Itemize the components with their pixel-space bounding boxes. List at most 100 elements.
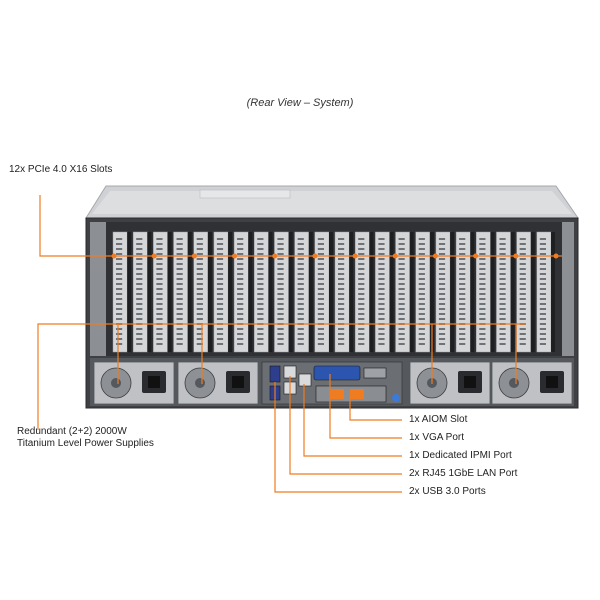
vent-slot: [358, 258, 365, 260]
bracket-vents: [237, 238, 244, 345]
callout-dot: [111, 253, 117, 259]
vent-slot: [378, 253, 385, 255]
vent-slot: [378, 283, 385, 285]
vent-slot: [418, 288, 425, 290]
right-side-panel: [562, 222, 574, 356]
vent-slot: [378, 268, 385, 270]
vent-slot: [338, 303, 345, 305]
vent-slot: [136, 258, 143, 260]
bracket-gap: [207, 232, 212, 352]
vent-slot: [136, 298, 143, 300]
vent-slot: [176, 268, 183, 270]
vent-slot: [539, 268, 546, 270]
vent-slot: [499, 308, 506, 310]
vent-slot: [459, 298, 466, 300]
vent-slot: [539, 293, 546, 295]
vent-slot: [378, 258, 385, 260]
vent-slot: [398, 333, 405, 335]
psu-callout-line: [37, 323, 526, 430]
vent-slot: [479, 258, 486, 260]
vent-slot: [176, 303, 183, 305]
vent-slot: [459, 313, 466, 315]
vent-slot: [519, 298, 526, 300]
vent-slot: [338, 253, 345, 255]
bracket-vents: [418, 238, 425, 345]
vent-slot: [378, 248, 385, 250]
vent-slot: [398, 293, 405, 295]
bracket-gap: [329, 232, 333, 352]
vent-slot: [499, 288, 506, 290]
vent-slot: [156, 318, 163, 320]
psu-fan-hub: [111, 378, 121, 388]
vent-slot: [317, 333, 324, 335]
vent-slot: [237, 283, 244, 285]
vent-slot: [398, 238, 405, 240]
vent-slot: [156, 298, 163, 300]
vent-slot: [358, 263, 365, 265]
vent-slot: [459, 283, 466, 285]
callout-usb: 2x USB 3.0 Ports: [409, 486, 486, 497]
vent-slot: [499, 248, 506, 250]
vent-slot: [338, 268, 345, 270]
vent-slot: [499, 328, 506, 330]
callout-aiom: 1x AIOM Slot: [409, 414, 468, 425]
vent-slot: [418, 318, 425, 320]
vent-slot: [136, 333, 143, 335]
vent-slot: [257, 278, 264, 280]
vent-slot: [519, 253, 526, 255]
vent-slot: [479, 328, 486, 330]
vent-slot: [176, 308, 183, 310]
vent-slot: [257, 273, 264, 275]
vent-slot: [479, 313, 486, 315]
vent-slot: [156, 263, 163, 265]
vent-slot: [398, 263, 405, 265]
view-caption: (Rear View – System): [246, 97, 354, 109]
bracket-vents: [176, 238, 183, 345]
bracket-gap: [349, 232, 354, 352]
vent-slot: [539, 238, 546, 240]
vent-slot: [237, 263, 244, 265]
vent-slot: [358, 318, 365, 320]
vent-slot: [136, 343, 143, 345]
vent-slot: [297, 298, 304, 300]
vent-slot: [358, 243, 365, 245]
vent-slot: [338, 298, 345, 300]
vent-slot: [116, 338, 123, 340]
psu-socket-inner: [148, 376, 160, 388]
vent-slot: [418, 308, 425, 310]
callout-lan: 2x RJ45 1GbE LAN Port: [409, 468, 518, 479]
vent-slot: [277, 243, 284, 245]
vent-slot: [398, 283, 405, 285]
vent-slot: [317, 288, 324, 290]
callout-dot: [473, 253, 479, 259]
vent-slot: [176, 288, 183, 290]
bracket-gap: [167, 232, 172, 352]
vent-slot: [196, 338, 203, 340]
vent-slot: [519, 333, 526, 335]
vent-slot: [338, 328, 345, 330]
vent-slot: [156, 258, 163, 260]
vent-slot: [378, 303, 385, 305]
vent-slot: [176, 318, 183, 320]
vent-slot: [378, 243, 385, 245]
vent-slot: [196, 283, 203, 285]
vent-slot: [297, 318, 304, 320]
vent-slot: [297, 333, 304, 335]
vent-slot: [136, 303, 143, 305]
vent-slot: [156, 273, 163, 275]
vent-slot: [196, 343, 203, 345]
vent-slot: [418, 283, 425, 285]
vent-slot: [237, 278, 244, 280]
callout-dot: [232, 253, 238, 259]
vent-slot: [297, 273, 304, 275]
vent-slot: [438, 288, 446, 290]
vent-slot: [438, 258, 446, 260]
vent-slot: [378, 278, 385, 280]
vent-slot: [459, 258, 466, 260]
vent-slot: [317, 308, 324, 310]
vent-slot: [176, 298, 183, 300]
vent-slot: [237, 238, 244, 240]
vent-slot: [196, 308, 203, 310]
vent-slot: [156, 268, 163, 270]
psu-socket-inner: [464, 376, 476, 388]
